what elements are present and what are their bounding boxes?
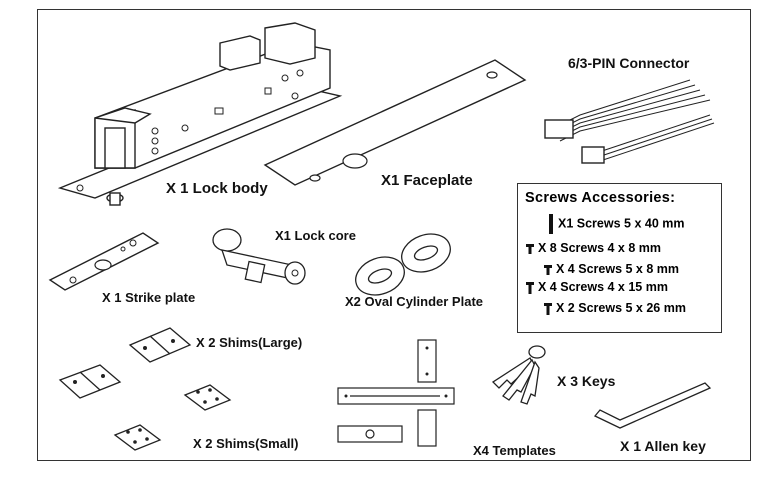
screw-icon: [544, 302, 552, 315]
oval-cylinder-plate-drawing: [355, 233, 451, 296]
faceplate-label: X1 Faceplate: [381, 172, 473, 189]
oval-plate-label: X2 Oval Cylinder Plate: [345, 294, 484, 309]
strike-plate-label: X 1 Strike plate: [102, 290, 196, 305]
long-screw-icon: [549, 214, 553, 234]
faceplate-drawing: [263, 59, 527, 186]
screws-title: Screws Accessories:: [525, 190, 676, 206]
strike-plate-drawing: [48, 232, 160, 291]
shims-small-drawing: [113, 384, 232, 451]
shims-large-label: X 2 Shims(Large): [196, 335, 303, 350]
keys-label: X 3 Keys: [557, 373, 616, 389]
lock-body-label: X 1 Lock body: [166, 180, 268, 197]
screw-row: X 4 Screws 5 x 8 mm: [544, 262, 679, 276]
screws-accessories-box: Screws Accessories: X1 Screws 5 x 40 mm …: [517, 183, 722, 333]
screw-row: X 2 Screws 5 x 26 mm: [544, 301, 686, 315]
allen-key-label: X 1 Allen key: [620, 438, 706, 454]
screw-icon: [526, 243, 534, 254]
lock-core-label: X1 Lock core: [275, 228, 356, 243]
templates-drawing: [337, 339, 455, 447]
connector-label: 6/3-PIN Connector: [568, 55, 690, 71]
keys-drawing: [491, 345, 546, 405]
shims-large-drawing: [58, 327, 192, 399]
allen-key-drawing: [593, 382, 712, 429]
screw-row: X 4 Screws 4 x 15 mm: [526, 280, 668, 294]
screw-row: X 8 Screws 4 x 8 mm: [526, 241, 661, 255]
lock-body-drawing: [57, 22, 343, 206]
screw-icon: [526, 281, 534, 294]
screw-row: X1 Screws 5 x 40 mm: [548, 214, 684, 234]
screw-icon: [544, 264, 552, 275]
parts-frame: [37, 9, 751, 461]
templates-label: X4 Templates: [473, 443, 556, 458]
shims-small-label: X 2 Shims(Small): [193, 436, 299, 451]
lock-core-drawing: [212, 228, 306, 285]
connector-drawing: [544, 79, 715, 164]
